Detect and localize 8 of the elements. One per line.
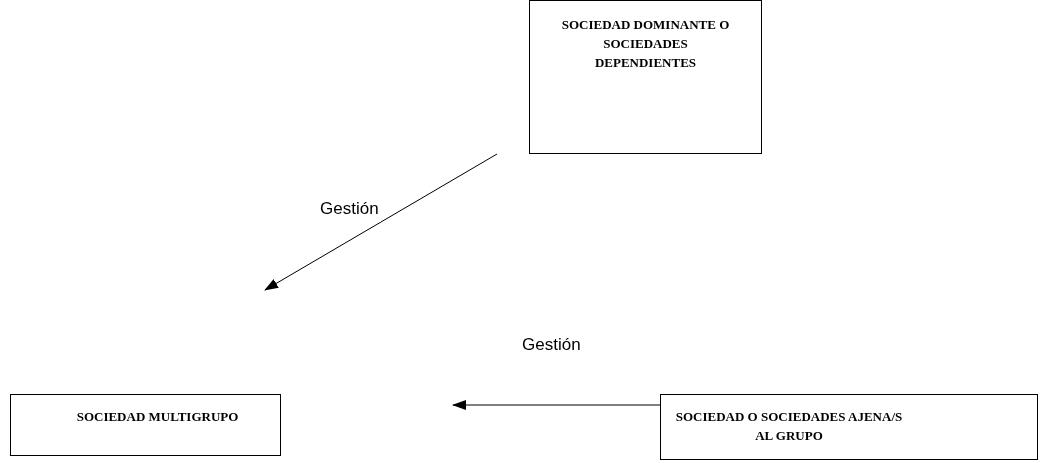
arrow <box>452 400 661 410</box>
entity-box <box>529 0 762 154</box>
box-title: SOCIEDAD MULTIGRUPO <box>75 408 240 426</box>
entity-box <box>10 394 281 456</box>
box-title: SOCIEDAD O SOCIEDADES AJENA/S AL GRUPO <box>674 408 904 445</box>
arrow <box>264 153 498 291</box>
box-title: SOCIEDAD DOMINANTE O SOCIEDADES DEPENDIENTES <box>560 16 731 72</box>
entity-box <box>660 394 1038 460</box>
